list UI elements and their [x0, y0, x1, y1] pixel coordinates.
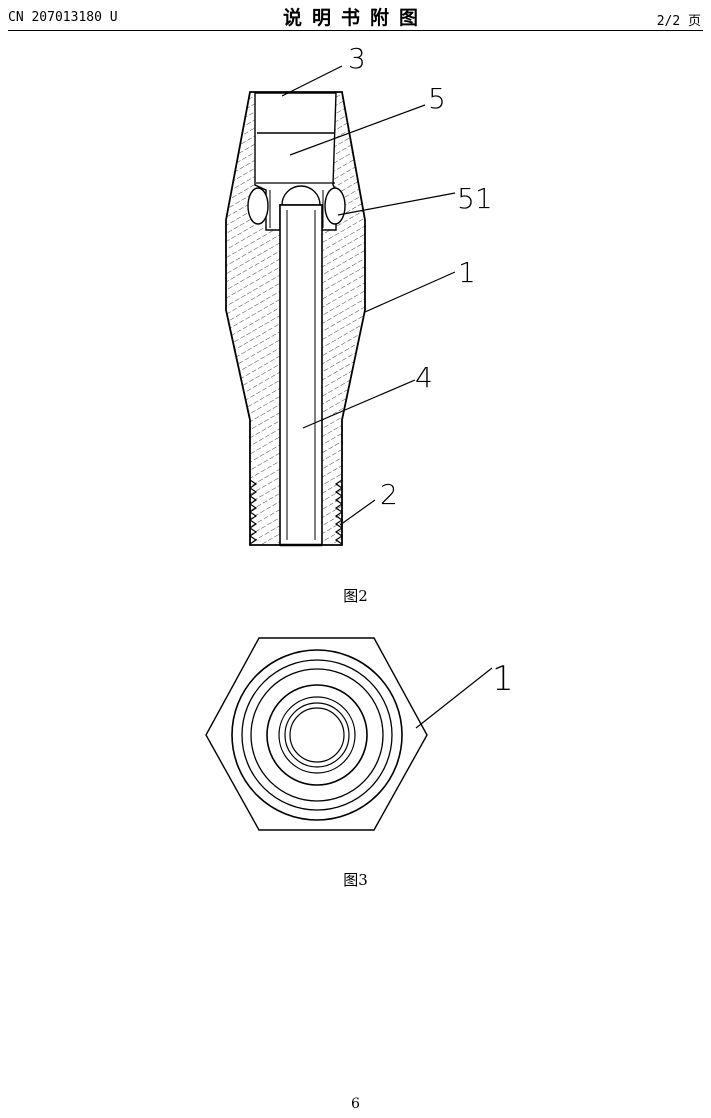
thread-left: [248, 479, 258, 545]
label-3: 3: [348, 42, 366, 75]
label-2: 2: [380, 478, 398, 511]
figure-3-caption: 图3: [343, 871, 368, 889]
section-title: 说明书附图: [282, 7, 428, 29]
page-number: 6: [351, 1096, 360, 1112]
header-rule: [8, 30, 703, 31]
ring-inner: [289, 707, 345, 763]
leader-lines: [281, 65, 456, 526]
figure-3-drawing: 1: [205, 637, 514, 831]
label-51: 51: [457, 182, 493, 215]
hexagon-outline: [205, 637, 428, 831]
ball: [247, 187, 269, 225]
figure-2-caption: 图2: [343, 587, 368, 605]
ring-outer: [231, 649, 403, 821]
label-1: 1: [458, 256, 476, 289]
label-5: 5: [428, 82, 446, 115]
figure-2-drawing: 3 5 51 1 4 2: [225, 42, 493, 547]
patent-number: CN 207013180 U: [8, 10, 118, 25]
central-bore: [279, 204, 323, 546]
label-4: 4: [415, 361, 433, 394]
page-indicator: 2/2 页: [656, 14, 701, 29]
thread-right: [334, 479, 344, 545]
label-fig3-1: 1: [492, 659, 514, 699]
leader-line-fig3: [415, 667, 493, 729]
ball: [324, 187, 346, 225]
